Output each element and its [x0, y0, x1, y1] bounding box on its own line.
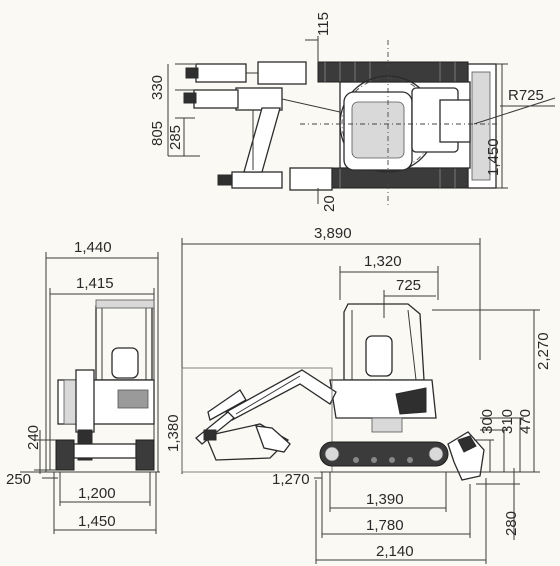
front-track-left — [55, 439, 75, 471]
top-counterweight — [439, 99, 471, 143]
front-canopy-roof — [95, 299, 155, 309]
dim-front-250: 250 — [6, 471, 31, 488]
dim-side-300: 300 — [479, 409, 496, 434]
side-seat — [365, 335, 393, 377]
side-bucket-linkage — [203, 429, 217, 441]
dim-side-1380: 1,380 — [165, 414, 182, 452]
dim-top-20: 20 — [321, 195, 338, 212]
boom-pos1-bucket — [185, 67, 199, 79]
top-track-upper — [317, 61, 469, 83]
dim-side-2270: 2,270 — [535, 332, 552, 370]
side-swing-base — [371, 417, 403, 433]
dim-side-470: 470 — [517, 409, 534, 434]
boom-pos1-cylinder — [257, 61, 307, 85]
side-track — [319, 441, 449, 467]
dim-front-1415: 1,415 — [76, 275, 114, 292]
top-cab-roof — [351, 101, 405, 159]
dim-top-r725: R725 — [508, 87, 544, 104]
dim-front-1450: 1,450 — [78, 513, 116, 530]
front-seat — [111, 347, 139, 379]
front-control — [117, 389, 149, 409]
dim-side-1320: 1,320 — [364, 253, 402, 270]
dim-top-115: 115 — [315, 12, 332, 36]
dim-front-1440: 1,440 — [74, 239, 112, 256]
front-arm — [75, 369, 95, 433]
boom-pos2-arm — [193, 89, 239, 109]
boom-swing-link — [243, 107, 281, 173]
boom-pos2-cylinder — [235, 87, 283, 111]
dim-top-330: 330 — [149, 75, 166, 100]
side-bucket — [255, 425, 291, 453]
top-blade-face — [471, 71, 491, 181]
dim-side-1390: 1,390 — [366, 491, 404, 508]
dim-top-805: 805 — [149, 121, 166, 146]
top-view: 115 330 805 285 20 R725 1,450 — [149, 12, 556, 212]
front-track-right — [135, 439, 155, 471]
dim-side-3890: 3,890 — [314, 225, 352, 242]
dim-top-285: 285 — [167, 125, 184, 150]
dim-front-240: 240 — [25, 425, 42, 450]
front-view: 1,440 1,415 240 250 1,200 — [6, 239, 160, 534]
dim-side-1270: 1,270 — [272, 471, 310, 488]
dim-side-280: 280 — [503, 511, 520, 536]
dim-front-1200: 1,200 — [78, 485, 116, 502]
boom-pos3-cylinder — [289, 167, 333, 191]
dim-side-1780: 1,780 — [366, 517, 404, 534]
boom-pos3-bucket — [217, 174, 233, 186]
dim-side-2140: 2,140 — [376, 543, 414, 560]
boom-pos2-bucket — [183, 92, 197, 104]
side-track-rollers — [324, 446, 444, 463]
dim-side-310: 310 — [499, 409, 516, 434]
side-arm-cylinder — [207, 389, 247, 421]
boom-pos1-arm — [195, 63, 247, 83]
side-reach-box — [181, 367, 333, 473]
side-view: 3,890 1,320 725 1,380 — [165, 225, 552, 564]
dim-top-1450: 1,450 — [485, 138, 502, 176]
top-track-lower — [317, 167, 469, 189]
front-undercarriage — [73, 443, 137, 459]
side-counterweight — [395, 387, 427, 415]
dim-side-725: 725 — [396, 277, 421, 294]
boom-pos3-arm — [231, 171, 283, 189]
top-boom-assemblies — [183, 61, 341, 191]
side-blade-arm — [457, 435, 477, 453]
